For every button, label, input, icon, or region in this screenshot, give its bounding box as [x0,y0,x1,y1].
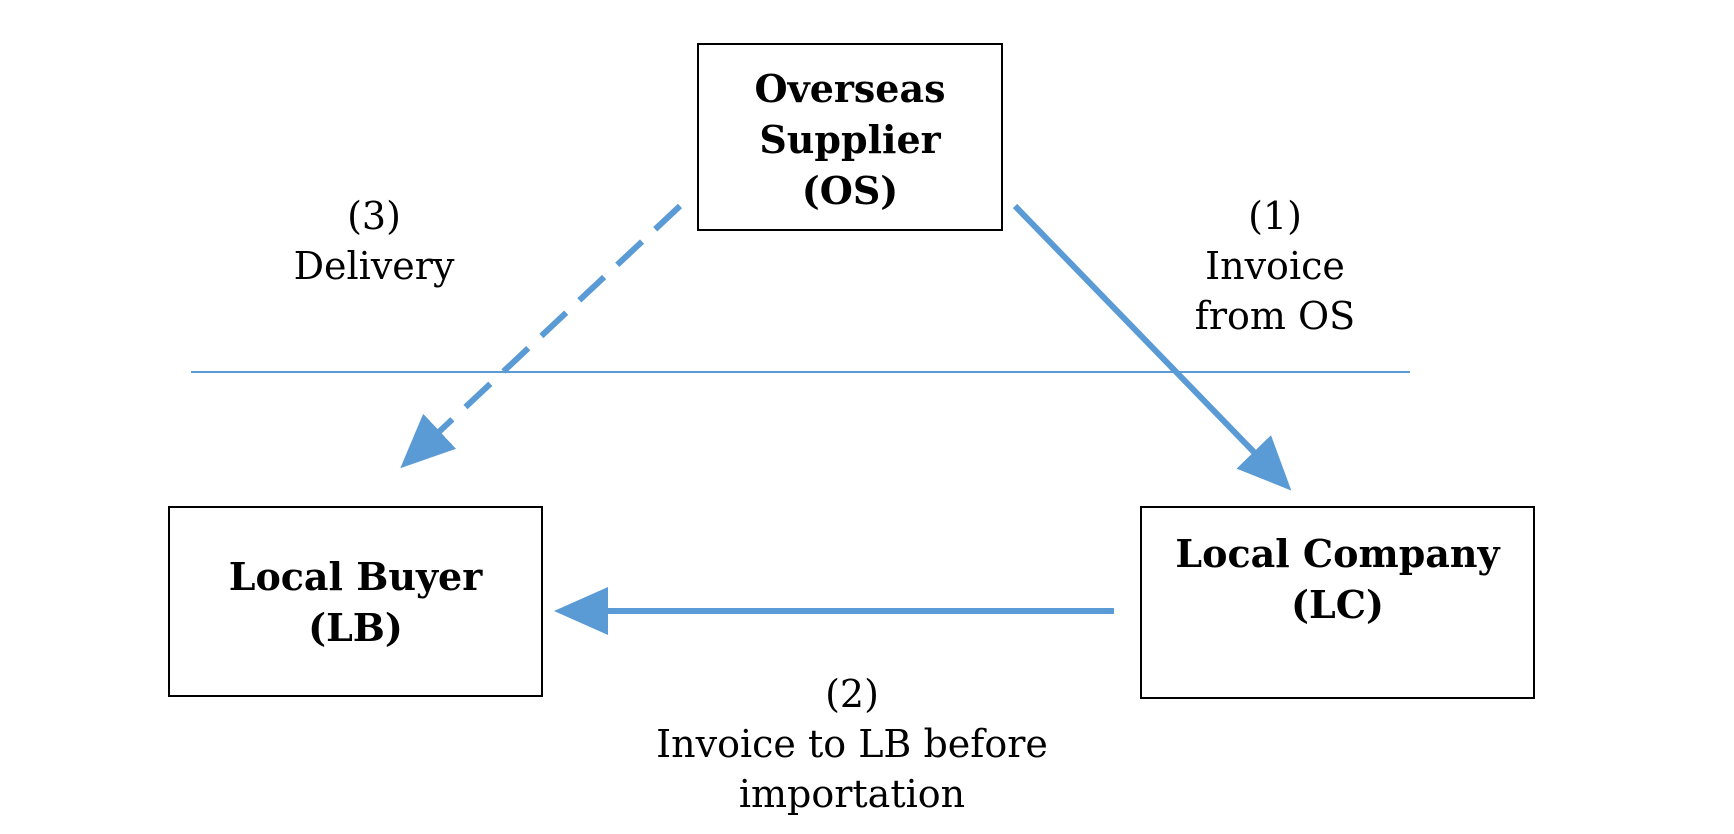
local-company-box: Local Company (LC) [1140,506,1535,699]
overseas-supplier-line-1: Overseas [754,66,946,111]
local-buyer-line-2: (LB) [308,605,403,650]
invoice-to-lb-text-line-1: Invoice to LB before [656,722,1048,766]
local-company-line-1: Local Company [1175,531,1500,576]
invoice-from-os-text-line-2: from OS [1194,294,1356,338]
delivery-arrow [400,203,683,469]
overseas-supplier-line-3: (OS) [801,168,899,213]
invoice-from-os-arrow [1012,203,1292,491]
invoice-from-os-text-line-1: Invoice [1205,244,1345,288]
invoice-from-os-step-number: (1) [1248,194,1302,238]
local-buyer-line-1: Local Buyer [228,554,483,599]
delivery-step-number: (3) [347,194,401,238]
local-buyer-box: Local Buyer (LB) [168,506,543,697]
delivery-text: Delivery [293,244,455,288]
invoice-to-lb-text-line-2: importation [738,772,966,816]
overseas-supplier-box: Overseas Supplier (OS) [697,43,1003,231]
invoice-to-lb-step-number: (2) [825,672,879,716]
invoice-from-os-label: (1) Invoice from OS [1175,191,1375,341]
local-company-line-2: (LC) [1291,582,1384,627]
overseas-supplier-line-2: Supplier [759,117,941,162]
invoice-to-lb-label: (2) Invoice to LB before importation [652,669,1052,819]
delivery-label: (3) Delivery [274,191,474,291]
